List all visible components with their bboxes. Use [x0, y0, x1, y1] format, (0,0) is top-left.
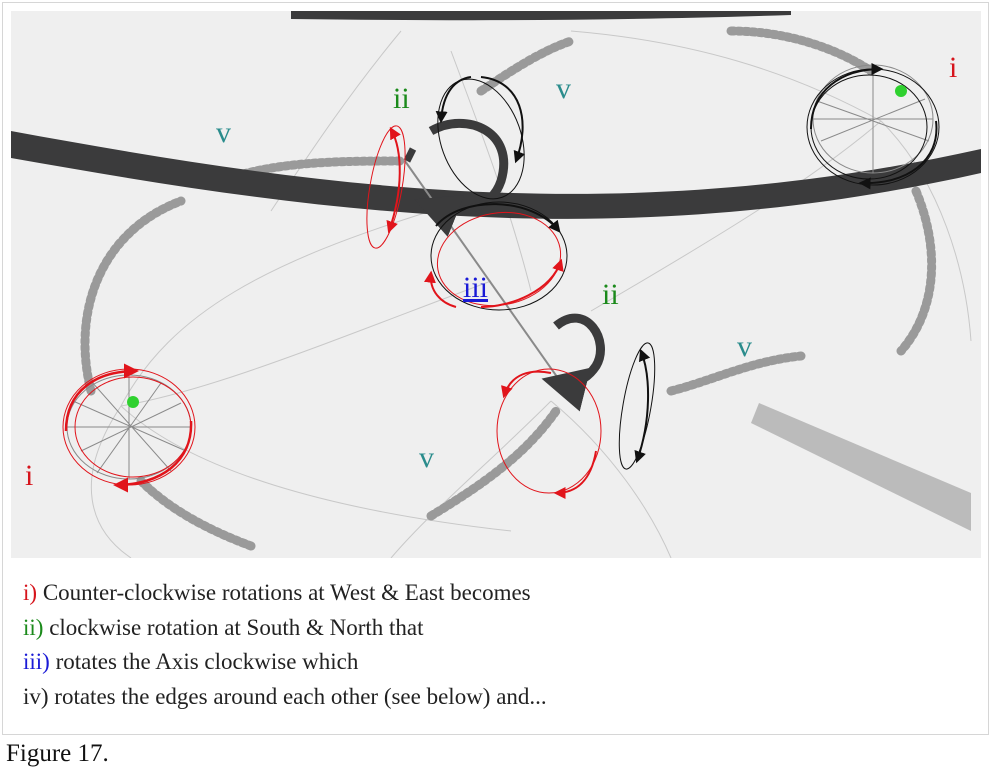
north-small-mark — [403, 147, 417, 163]
coil-west-arc — [80, 196, 186, 396]
axis-black-ellipse — [430, 201, 568, 311]
east-mesh — [812, 64, 934, 174]
top-band — [291, 11, 791, 21]
diagram-labels: i i ii ii iii v v v v — [25, 51, 957, 492]
coil-right — [666, 351, 806, 396]
label-v-lower: v — [419, 441, 434, 474]
label-v-upper-mid: v — [556, 72, 571, 105]
label-i-west: i — [25, 459, 33, 492]
east-green-dot — [895, 85, 907, 97]
figure-caption: i) Counter-clockwise rotations at West &… — [23, 576, 973, 714]
figure-label: Figure 17. — [6, 740, 109, 767]
south-black-ellipse — [618, 342, 656, 470]
caption-line-1: i) Counter-clockwise rotations at West &… — [23, 576, 973, 611]
background-sketch — [90, 30, 972, 558]
grey-ribbon — [751, 403, 971, 531]
north-red-ellipse — [366, 125, 406, 249]
caption-marker-ii: ii) — [23, 614, 44, 640]
rotation-diagram: i i ii ii iii v v v v — [11, 11, 981, 558]
axis-rotation-arrows — [403, 118, 605, 412]
label-ii-south: ii — [602, 278, 619, 311]
caption-line-2: ii) clockwise rotation at South & North … — [23, 611, 973, 646]
coil-springs — [80, 26, 937, 551]
figure-frame: i i ii ii iii v v v v i) Counter-clockwi… — [2, 2, 989, 735]
west-green-dot — [127, 396, 139, 408]
caption-text-1: Counter-clockwise rotations at West & Ea… — [37, 580, 531, 605]
caption-text-2: clockwise rotation at South & North that — [43, 614, 424, 640]
dark-bands — [11, 11, 981, 219]
caption-marker-i: i) — [23, 580, 38, 605]
label-v-right: v — [737, 330, 752, 363]
caption-text-4: iv) rotates the edges around each other … — [23, 683, 547, 709]
coil-upper-mid — [476, 36, 576, 96]
south-dark-arc — [541, 313, 605, 412]
label-ii-north: ii — [393, 82, 410, 115]
label-iii-axis: iii — [463, 271, 488, 304]
caption-marker-iii: iii) — [23, 649, 50, 674]
coil-west-tail — [136, 476, 256, 551]
main-band — [11, 131, 981, 219]
rotation-ellipses — [62, 63, 940, 499]
south-red-ellipse — [496, 368, 602, 494]
coil-east-arc — [896, 186, 937, 356]
coil-north-east — [726, 26, 876, 76]
label-i-east: i — [949, 51, 957, 84]
coil-lower — [426, 406, 561, 521]
caption-text-3: rotates the Axis clockwise which — [49, 649, 359, 674]
label-v-upper-left: v — [216, 116, 231, 149]
caption-line-3: iii) rotates the Axis clockwise which — [23, 645, 973, 680]
caption-line-4: iv) rotates the edges around each other … — [23, 680, 973, 715]
